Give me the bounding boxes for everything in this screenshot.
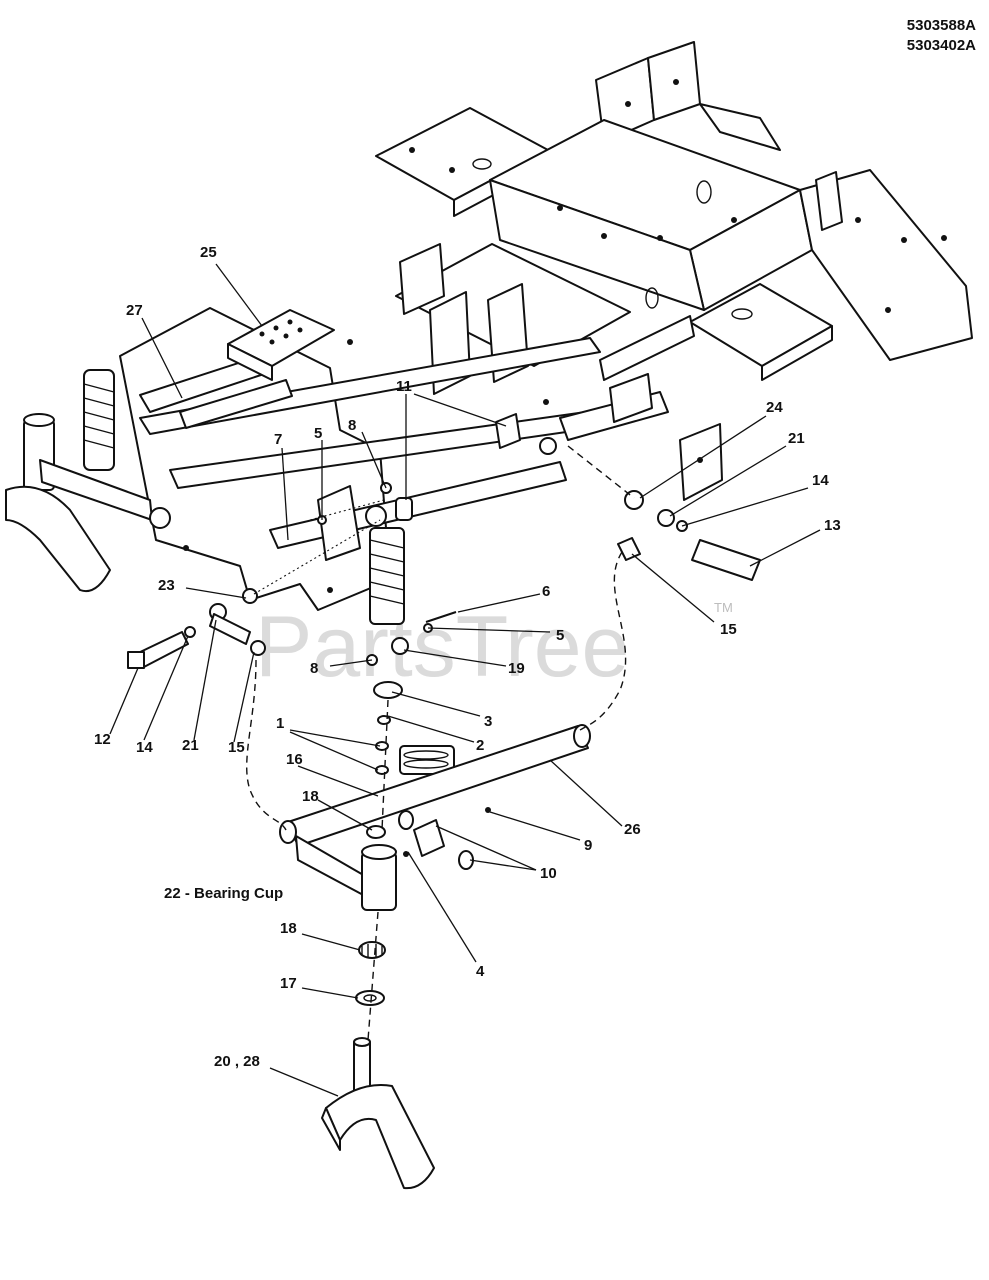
callout-leaders	[109, 263, 821, 1097]
frame-hardware	[127, 482, 761, 669]
callout-4: 4	[476, 963, 485, 980]
left-shock-absorber	[5, 369, 171, 592]
callout-18-upper: 18	[302, 788, 319, 805]
callout-14-right: 14	[812, 472, 829, 489]
callout-18-lower: 18	[280, 920, 297, 937]
callout-2: 2	[476, 737, 484, 754]
callout-19: 19	[508, 660, 525, 677]
main-frame	[119, 41, 973, 611]
callout-8-upper: 8	[348, 417, 356, 434]
front-axle	[279, 724, 591, 911]
callout-6: 6	[542, 583, 550, 600]
callout-23: 23	[158, 577, 175, 594]
callout-21-right: 21	[788, 430, 805, 447]
callout-labels: 25 27 7 5 8 11 24 21 14 13 23 6 5 15 8 1…	[94, 244, 841, 1070]
center-shock-absorber	[317, 413, 557, 655]
document-code-2: 5303402A	[907, 37, 976, 54]
assembly-lines	[246, 445, 635, 1041]
callout-15-right: 15	[720, 621, 737, 638]
callout-9: 9	[584, 837, 592, 854]
callout-26: 26	[624, 821, 641, 838]
callout-5-upper: 5	[314, 425, 322, 442]
callout-12: 12	[94, 731, 111, 748]
callout-15-left: 15	[228, 739, 245, 756]
callout-25: 25	[200, 244, 217, 261]
callout-16: 16	[286, 751, 303, 768]
callout-11: 11	[396, 378, 412, 395]
watermark-text: PartsTree	[255, 599, 629, 695]
callout-17: 17	[280, 975, 297, 992]
caster-assembly	[321, 941, 435, 1190]
callout-8-lower: 8	[310, 660, 318, 677]
callout-14-left: 14	[136, 739, 153, 756]
callout-7: 7	[274, 431, 282, 448]
document-code-1: 5303588A	[907, 17, 976, 34]
callout-13: 13	[824, 517, 841, 534]
watermark-trademark: TM	[714, 600, 733, 615]
callout-20-28: 20 , 28	[214, 1053, 260, 1070]
callout-1: 1	[276, 715, 284, 732]
callout-24: 24	[766, 399, 783, 416]
callout-27: 27	[126, 302, 143, 319]
bearing-cup-label: 22 - Bearing Cup	[164, 885, 283, 902]
callout-3: 3	[484, 713, 492, 730]
callout-5-lower: 5	[556, 627, 564, 644]
footrest-plate	[227, 309, 335, 381]
callout-10: 10	[540, 865, 557, 882]
callout-21-left: 21	[182, 737, 199, 754]
